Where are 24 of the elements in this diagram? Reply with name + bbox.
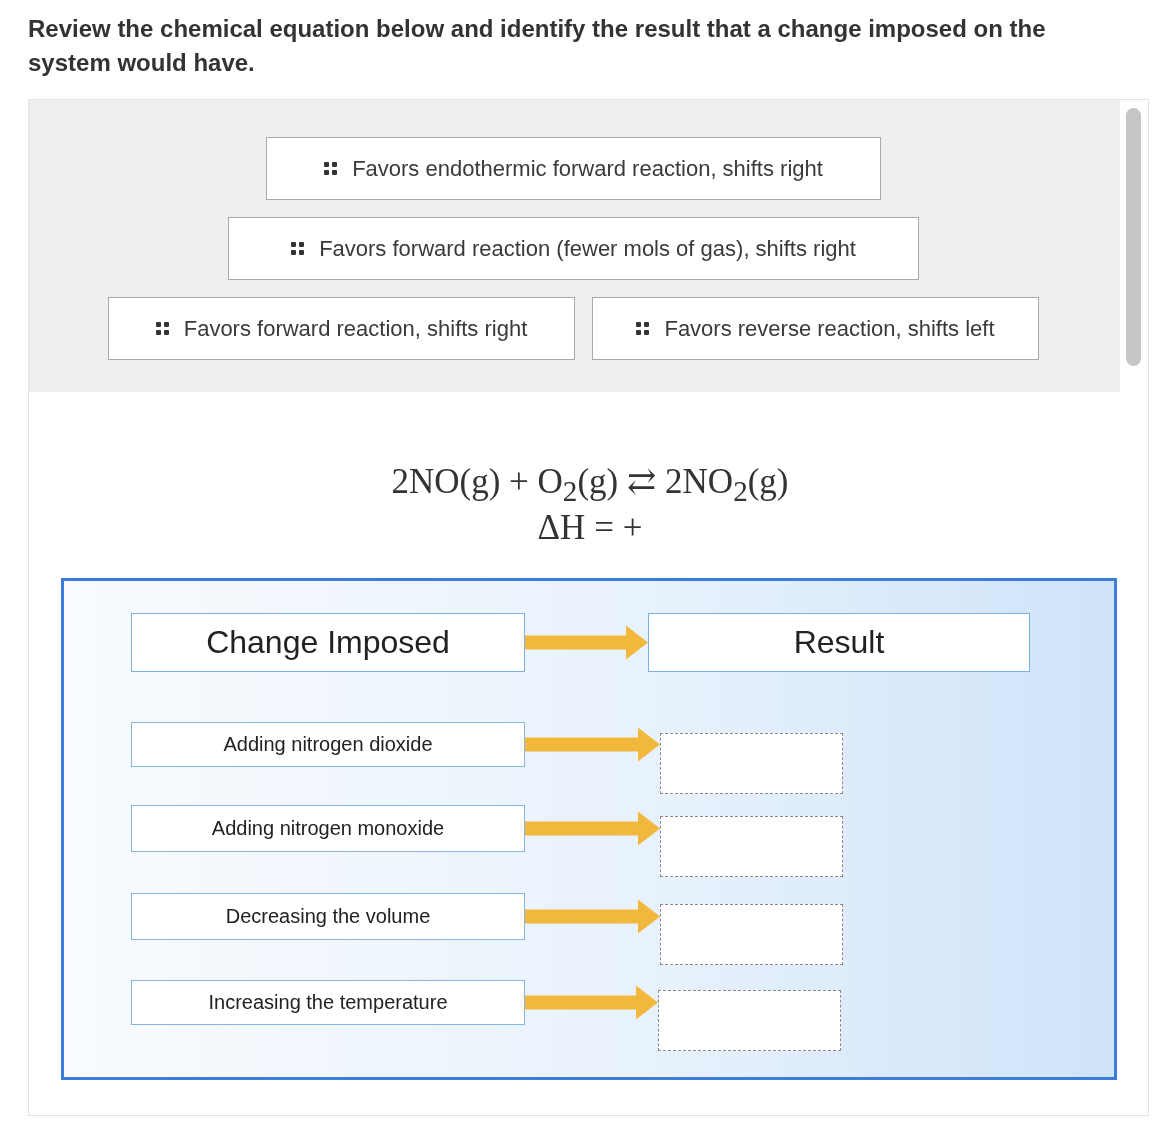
answer-box [660, 904, 843, 965]
arrow [525, 811, 660, 846]
answer-box [660, 816, 843, 877]
question-text: Review the chemical equation below and identify the result that a change imposed on the system would have. [28, 14, 1047, 78]
change-label: Decreasing the volume [131, 893, 525, 940]
drag-option: Favors endothermic forward reaction, shifts right [266, 137, 881, 200]
arrow [525, 625, 648, 660]
option-tray [29, 100, 1120, 392]
table-panel [61, 578, 1117, 1080]
column-header: Result [648, 613, 1030, 672]
arrow [525, 899, 660, 934]
change-label: Increasing the temperature [131, 980, 525, 1025]
answer-box [658, 990, 841, 1051]
drag-option: Favors reverse reaction, shifts left [592, 297, 1039, 360]
column-header: Change Imposed [131, 613, 525, 672]
drag-option: Favors forward reaction, shifts right [108, 297, 575, 360]
drag-option: Favors forward reaction (fewer mols of gas), shifts right [228, 217, 919, 280]
equation-text: 2NO(g) + O$_{2}$(g) ⇄ 2NO$_{2}$(g) [390, 462, 790, 509]
answer-box [660, 733, 843, 794]
arrow [525, 985, 658, 1020]
change-label: Adding nitrogen monoxide [131, 805, 525, 852]
equation-text: ΔH = + [536, 508, 644, 548]
arrow [525, 727, 660, 762]
change-label: Adding nitrogen dioxide [131, 722, 525, 767]
